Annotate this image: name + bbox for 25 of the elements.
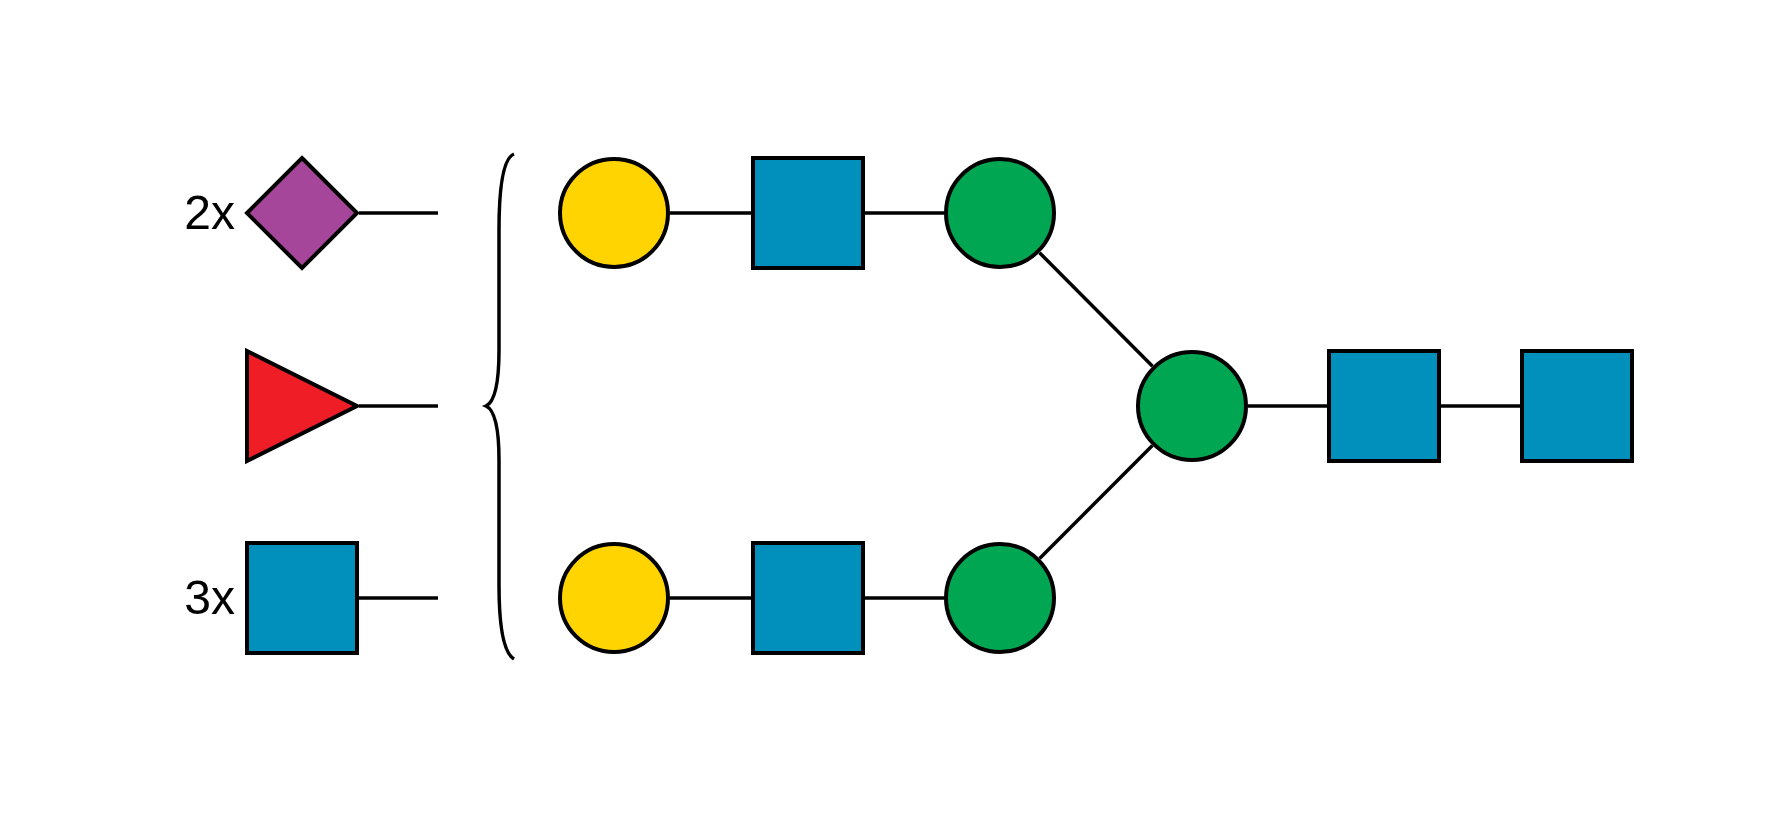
circle-symbol xyxy=(1136,350,1248,462)
diamond-symbol xyxy=(245,156,359,270)
circle-symbol xyxy=(558,542,670,654)
linkage-line xyxy=(670,596,751,600)
linkage-line xyxy=(1441,404,1520,408)
circle-symbol xyxy=(944,157,1056,269)
linkage-line xyxy=(359,596,438,600)
count-label: 3x xyxy=(184,574,235,622)
linkage-line xyxy=(1248,404,1327,408)
linkage-line xyxy=(359,211,438,215)
linkage-line xyxy=(865,596,944,600)
triangle-symbol xyxy=(245,349,359,463)
square-symbol xyxy=(245,541,359,655)
linkage-line xyxy=(1038,444,1154,560)
square-symbol xyxy=(1327,349,1441,463)
circle-symbol xyxy=(944,542,1056,654)
linkage-line xyxy=(670,211,751,215)
linkage-line xyxy=(359,404,438,408)
square-symbol xyxy=(1520,349,1634,463)
count-label: 2x xyxy=(184,189,235,237)
square-symbol xyxy=(751,156,865,270)
square-symbol xyxy=(751,541,865,655)
circle-symbol xyxy=(558,157,670,269)
linkage-line xyxy=(865,211,944,215)
linkage-line xyxy=(1038,251,1154,368)
